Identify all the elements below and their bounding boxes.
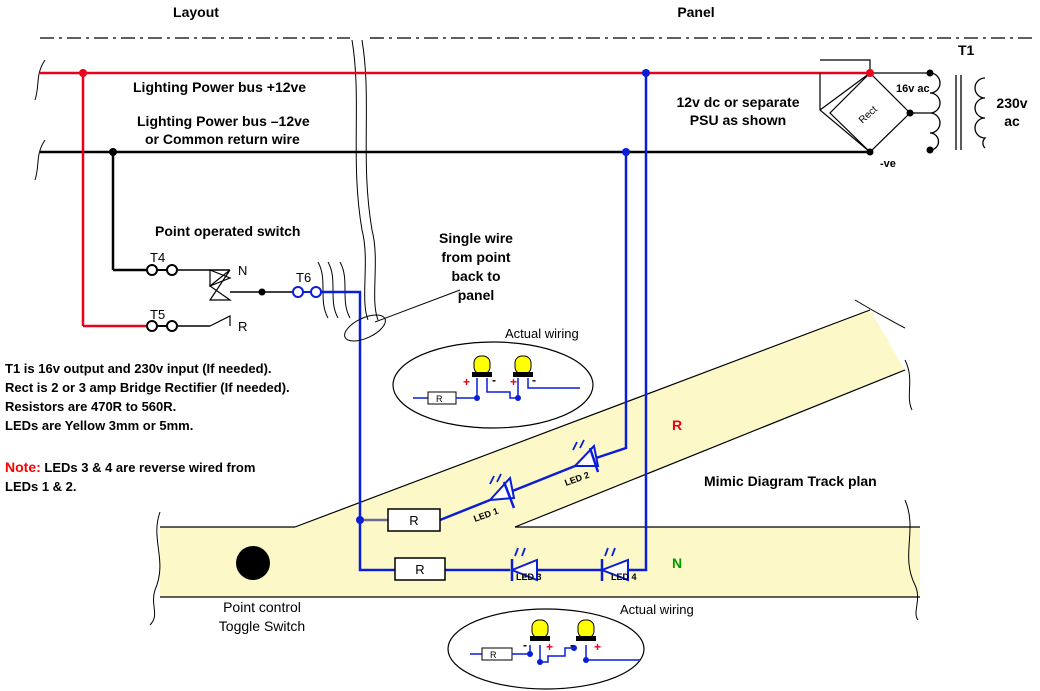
switch-title: Point operated switch (155, 223, 300, 239)
negative-terminal-label: -ve (880, 158, 896, 170)
secondary-voltage-label: 16v ac (896, 83, 930, 95)
psu-label-1: 12v dc or separate (677, 94, 800, 110)
single-wire-label-2: from point (441, 249, 511, 265)
primary-voltage-label-1: 230v (996, 95, 1027, 111)
t6-label: T6 (296, 270, 311, 285)
led-2-icon (572, 439, 600, 473)
resistor-1 (387, 508, 441, 532)
positive-bus-label: Lighting Power bus +12ve (133, 79, 306, 95)
resistor-2 (394, 557, 446, 581)
track-n-label: N (672, 555, 682, 571)
main-track (160, 527, 920, 597)
top-led1-minus: - (492, 373, 496, 387)
led-3-icon (509, 547, 538, 582)
resistor-1-label: R (409, 513, 418, 528)
negative-bus-label-1: Lighting Power bus –12ve (137, 113, 310, 129)
bottom-led4-minus: - (570, 638, 574, 652)
single-wire-label-4: panel (458, 287, 495, 303)
led-4-label: LED 4 (611, 572, 637, 582)
led-wiring (321, 69, 650, 582)
note-line-4: LEDs are Yellow 3mm or 5mm. (5, 418, 193, 433)
actual-wiring-bottom-resistor: R (490, 650, 497, 660)
actual-wiring-bottom-title: Actual wiring (620, 602, 694, 617)
diverging-track (295, 310, 905, 527)
psu-block (819, 59, 987, 156)
transformer-primary-icon (974, 77, 987, 149)
top-led2-plus: + (510, 375, 517, 389)
header-line (34, 37, 1035, 321)
toggle-label-1: Point control (223, 599, 301, 615)
transformer-secondary-icon (929, 72, 941, 151)
bottom-led4-plus: + (594, 640, 601, 654)
note-warning-text-2: LEDs 1 & 2. (5, 479, 77, 494)
t4-label: T4 (150, 250, 165, 265)
led-3-label: LED 3 (516, 572, 542, 582)
panel-heading: Panel (677, 4, 714, 20)
negative-bus-label-2: or Common return wire (145, 131, 300, 147)
led-1-icon (487, 473, 516, 509)
note-line-2: Rect is 2 or 3 amp Bridge Rectifier (If … (5, 380, 290, 395)
note-line-3: Resistors are 470R to 560R. (5, 399, 176, 414)
top-led2-minus: - (532, 373, 536, 387)
actual-wiring-top (392, 341, 594, 429)
power-buses (40, 69, 870, 328)
note-warning-text: LEDs 3 & 4 are reverse wired from (41, 460, 256, 475)
switch-r-label: R (238, 319, 247, 334)
single-wire-callout (344, 289, 461, 342)
toggle-switch-icon[interactable] (236, 546, 270, 580)
note-line-1: T1 is 16v output and 230v input (If need… (5, 361, 272, 376)
resistor-2-label: R (415, 562, 424, 577)
track-plan (149, 299, 920, 626)
point-switch[interactable] (146, 261, 351, 332)
note-warning: Note: LEDs 3 & 4 are reverse wired from (5, 459, 255, 475)
single-wire-label-3: back to (451, 268, 500, 284)
top-led1-plus: + (463, 375, 470, 389)
t5-label: T5 (150, 307, 165, 322)
bottom-led3-minus: - (523, 638, 527, 652)
psu-label-2: PSU as shown (690, 112, 786, 128)
layout-heading: Layout (173, 4, 219, 20)
led-4-icon (599, 547, 629, 582)
track-r-label: R (672, 417, 682, 433)
note-warning-label: Note: (5, 459, 41, 475)
single-wire-label-1: Single wire (439, 230, 513, 246)
actual-wiring-top-title: Actual wiring (505, 326, 579, 341)
switch-n-label: N (238, 263, 247, 278)
actual-wiring-bottom (447, 608, 645, 690)
mimic-diagram-label: Mimic Diagram Track plan (704, 473, 877, 489)
primary-voltage-label-2: ac (1004, 113, 1020, 129)
bottom-led3-plus: + (546, 640, 553, 654)
actual-wiring-top-resistor: R (436, 394, 443, 404)
toggle-label-2: Toggle Switch (219, 618, 305, 634)
t1-label: T1 (958, 42, 975, 58)
